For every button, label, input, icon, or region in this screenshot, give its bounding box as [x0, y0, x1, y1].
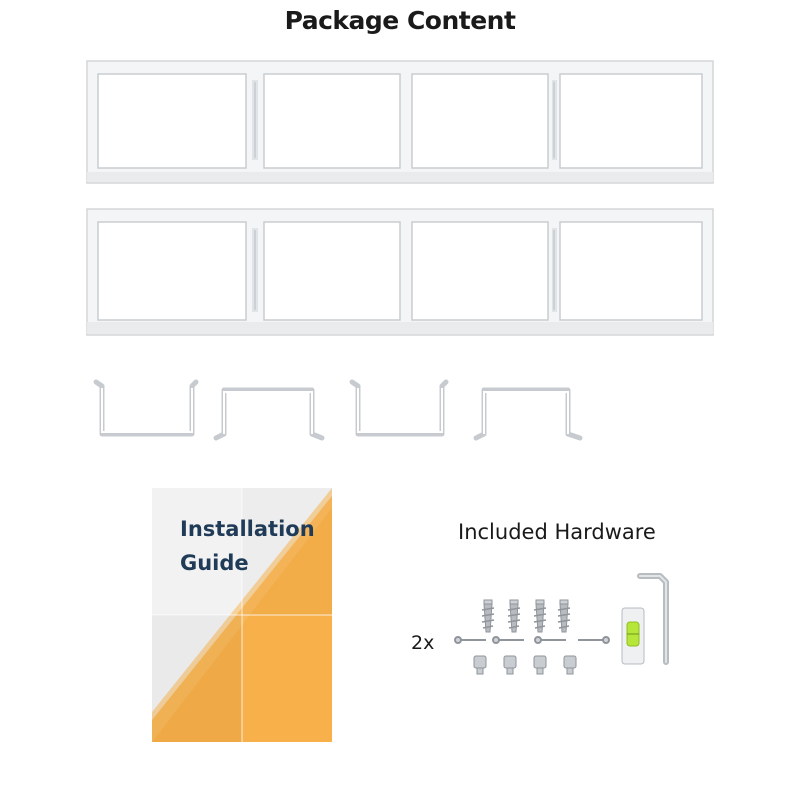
shelf-panel-1 [86, 60, 714, 184]
wall-anchors [481, 599, 571, 633]
hardware-title: Included Hardware [458, 520, 656, 544]
bubble-level [621, 607, 645, 665]
hardware-quantity: 2x [411, 632, 435, 654]
guide-title-line2: Guide [180, 551, 249, 575]
screws [454, 636, 610, 644]
guide-title: Installation Guide [180, 512, 330, 580]
mounting-brackets [93, 379, 583, 441]
installation-guide-sheet [152, 488, 332, 742]
hardware-set [454, 573, 669, 675]
bolts [473, 655, 577, 675]
guide-title-line1: Installation [180, 517, 315, 541]
shelf-panel-2 [86, 208, 714, 336]
page-title: Package Content [284, 6, 516, 35]
